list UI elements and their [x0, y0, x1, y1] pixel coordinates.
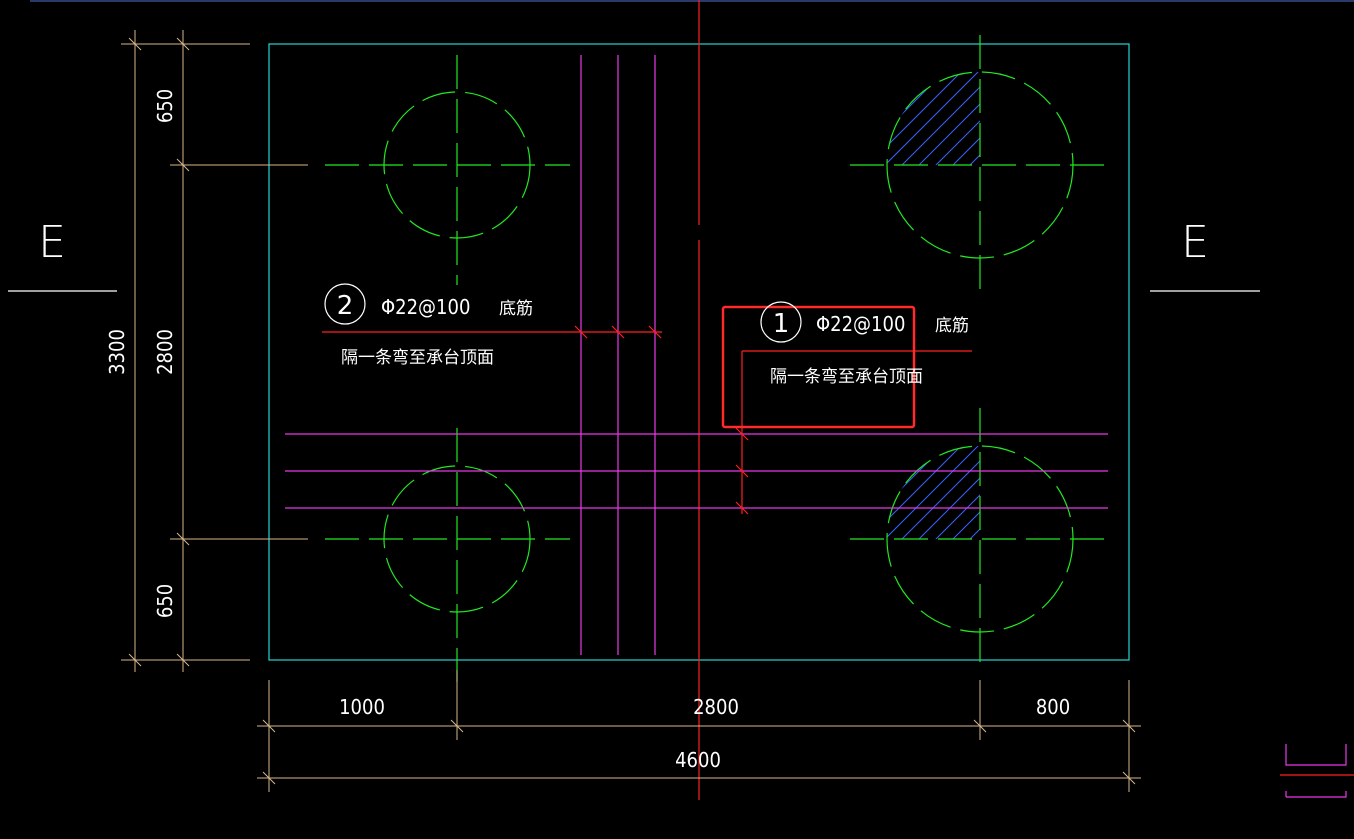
pile-top-right[interactable] — [809, 35, 1112, 298]
rebar-2-leader — [322, 325, 662, 339]
pile-bottom-left[interactable] — [325, 428, 570, 690]
dim-bottom-middle: 2800 — [693, 695, 739, 719]
rebar-type-2: 底筋 — [499, 299, 533, 319]
rebar-spec-1: Φ22@100 — [816, 312, 905, 336]
left-dimensions[interactable]: 3300 650 2800 650 — [105, 30, 308, 672]
section-mark-right-letter: E — [1181, 217, 1209, 268]
section-mark-left[interactable]: E — [8, 217, 117, 292]
pile-top-left[interactable] — [325, 55, 570, 285]
dim-left-middle: 2800 — [153, 329, 177, 375]
rebar-number-2: 2 — [337, 291, 354, 321]
rebar-note-2: 隔一条弯至承台顶面 — [341, 348, 494, 368]
rebar-number-circle-1 — [760, 301, 802, 343]
rebar-type-1: 底筋 — [935, 316, 969, 336]
highlight-box[interactable] — [721, 305, 916, 429]
section-mark-right[interactable]: E — [1150, 217, 1260, 292]
rebar-label-1[interactable]: 1 Φ22@100 底筋 隔一条弯至承台顶面 — [760, 301, 969, 387]
bottom-dimensions[interactable]: 1000 2800 800 4600 — [257, 670, 1141, 792]
rebar-note-1: 隔一条弯至承台顶面 — [770, 367, 923, 387]
corner-symbol — [1280, 744, 1354, 798]
rebar-label-2[interactable]: 2 Φ22@100 底筋 隔一条弯至承台顶面 — [324, 283, 533, 368]
dim-left-total: 3300 — [105, 329, 129, 375]
section-mark-left-letter: E — [38, 217, 66, 268]
rebar-horizontal-lines[interactable] — [285, 433, 1108, 509]
dim-left-bottom: 650 — [153, 584, 177, 618]
rebar-number-circle-2 — [324, 283, 366, 325]
dim-bottom-total: 4600 — [675, 748, 721, 772]
pile-bottom-right[interactable] — [809, 408, 1112, 670]
dim-left-top: 650 — [153, 89, 177, 123]
rebar-spec-2: Φ22@100 — [381, 295, 470, 319]
rebar-vertical-lines[interactable] — [580, 55, 656, 655]
rebar-1-leader — [735, 350, 972, 515]
dim-bottom-right: 800 — [1036, 695, 1070, 719]
rebar-number-1: 1 — [773, 309, 790, 339]
dim-bottom-left: 1000 — [339, 695, 385, 719]
